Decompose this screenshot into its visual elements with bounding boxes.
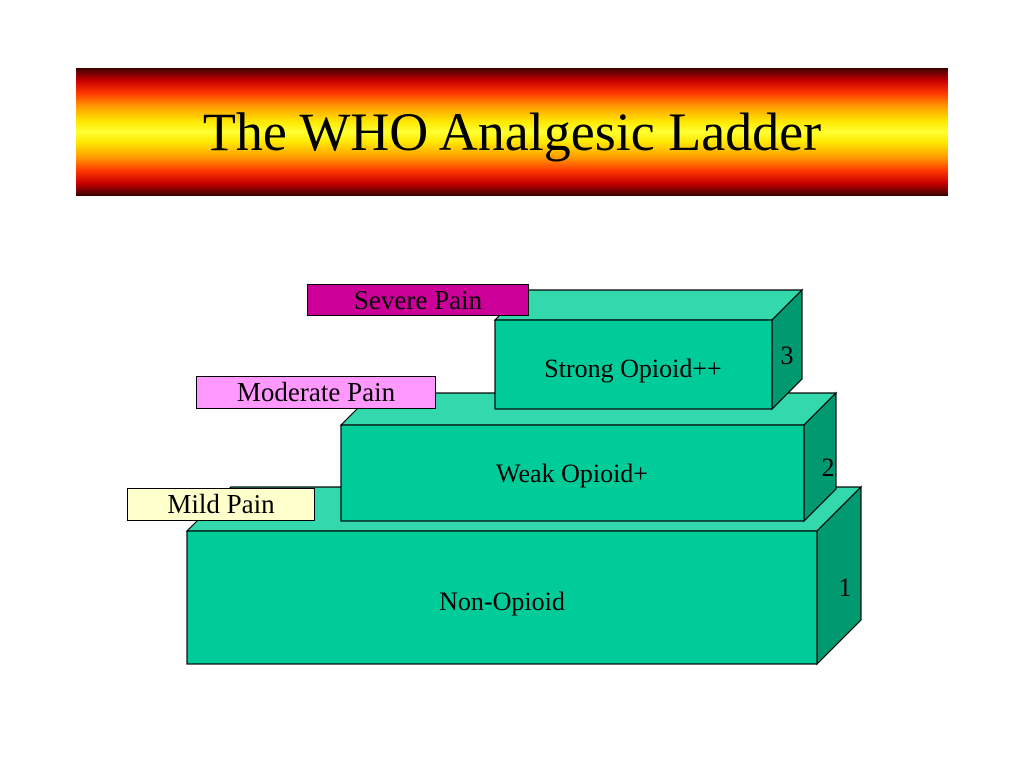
step-2-front-face bbox=[340, 424, 805, 522]
step-2-treatment: Weak Opioid+ bbox=[496, 459, 648, 488]
title-banner: The WHO Analgesic Ladder bbox=[76, 68, 948, 196]
severe-pain-label: Severe Pain bbox=[307, 284, 529, 316]
step-3-top-face bbox=[493, 289, 804, 321]
step-3-front-face bbox=[494, 319, 773, 410]
moderate-pain-label: Moderate Pain bbox=[196, 376, 436, 409]
step-2-number: 2 bbox=[822, 453, 835, 482]
step-1-number: 1 bbox=[839, 573, 852, 602]
step-1-front-face bbox=[186, 530, 818, 665]
mild-pain-label: Mild Pain bbox=[127, 488, 315, 521]
page-title: The WHO Analgesic Ladder bbox=[202, 102, 822, 162]
step-3-treatment: Strong Opioid++ bbox=[544, 354, 721, 383]
step-1-treatment: Non-Opioid bbox=[439, 587, 565, 616]
ladder-step-3: Strong Opioid++ 3 bbox=[493, 288, 804, 411]
ladder-step-2: Weak Opioid+ 2 bbox=[339, 391, 838, 523]
step-3-number: 3 bbox=[781, 341, 794, 370]
